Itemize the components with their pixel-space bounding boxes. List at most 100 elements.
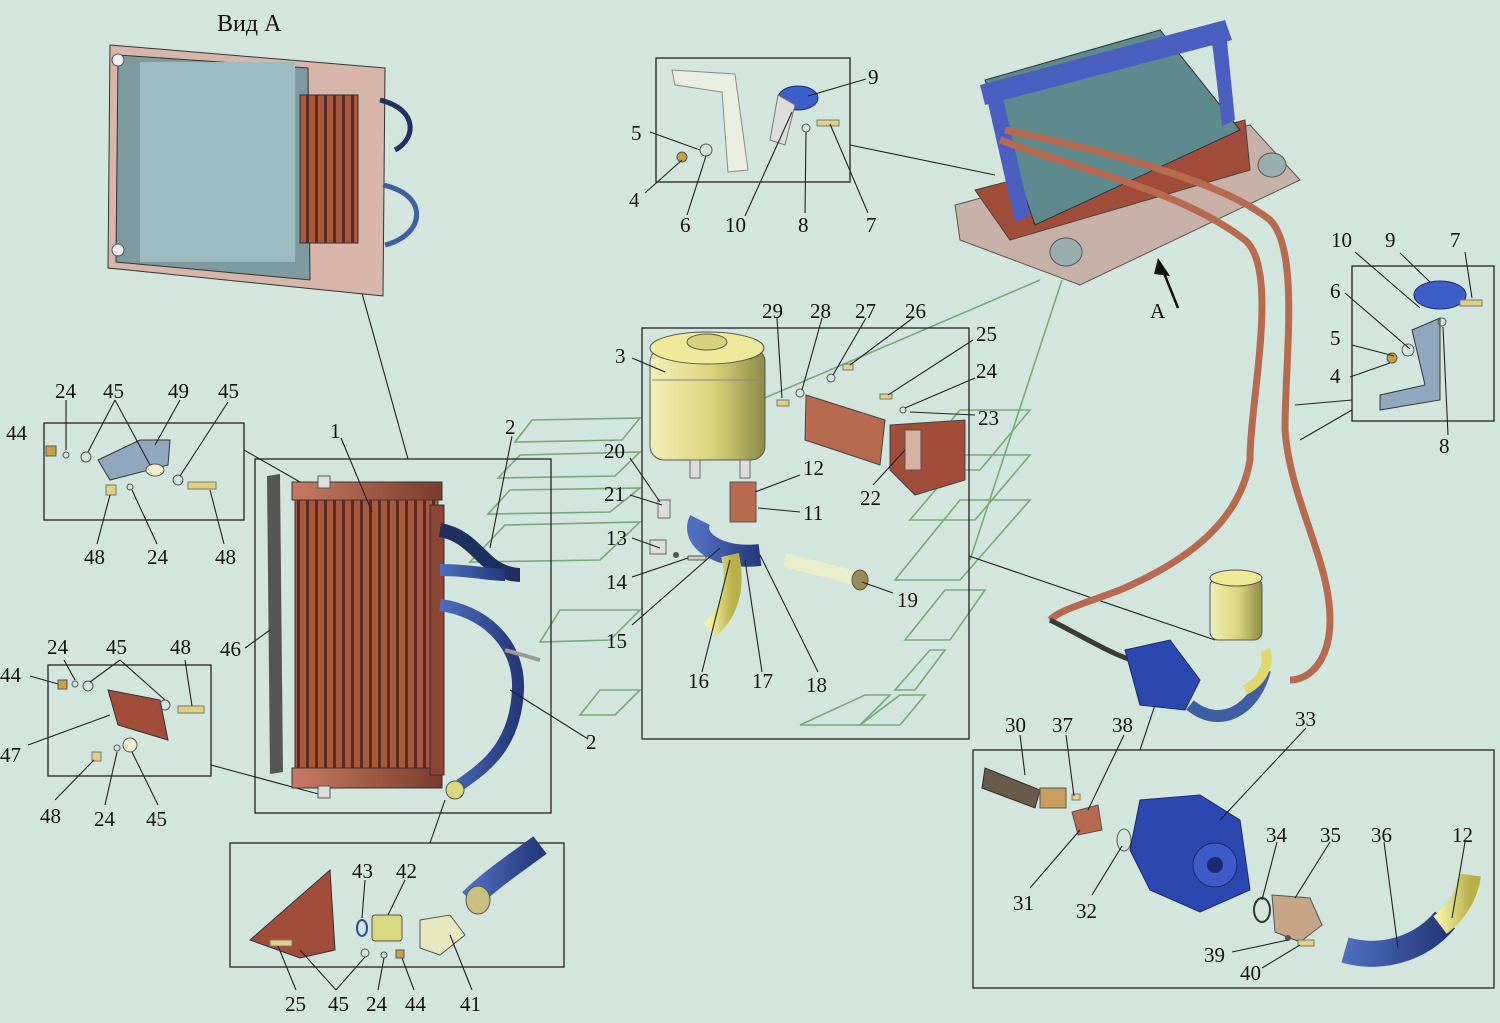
right-clamp-parts [1379,280,1483,411]
label-28: 28 [810,299,831,323]
top-clamp-parts [671,69,840,173]
label-22: 22 [860,486,881,510]
label-34: 34 [1266,823,1288,847]
right-box-leaders [1344,251,1473,436]
top-box-labels: 5 4 6 10 8 7 9 [629,65,879,237]
label-48-lb: 48 [170,635,191,659]
label-3: 3 [615,344,626,368]
radiator-labels: 1 2 2 46 [220,415,597,754]
label-49: 49 [168,379,189,403]
label-24-lb2: 24 [94,807,116,831]
label-40: 40 [1240,961,1261,985]
label-27: 27 [855,299,876,323]
label-41: 41 [460,992,481,1016]
label-37: 37 [1052,713,1073,737]
label-47: 47 [0,743,21,767]
view-title: Вид А [217,11,282,37]
label-20: 20 [604,439,625,463]
label-25-b: 25 [285,992,306,1016]
label-24-lt2: 24 [147,545,169,569]
label-42: 42 [396,859,417,883]
left-bottom-detail-frame [47,664,212,777]
top-box-leaders [644,78,869,217]
label-6: 6 [680,213,691,237]
view-a-arrow: А [1150,258,1180,323]
label-24-b: 24 [366,992,388,1016]
callout-frames [43,57,1495,989]
left-bottom-labels: 24 45 48 44 47 48 24 45 [0,635,191,831]
label-32: 32 [1076,899,1097,923]
label-45-b: 45 [328,992,349,1016]
label-36: 36 [1371,823,1392,847]
label-45-lt2: 45 [218,379,239,403]
top-detail-frame [655,57,851,183]
label-48-lt2: 48 [215,545,236,569]
label-24c: 24 [976,359,998,383]
label-2-top: 2 [505,415,516,439]
pump-parts [981,767,1481,967]
label-7r: 7 [1450,228,1461,252]
right-detail-frame [1351,265,1495,422]
left-top-detail-frame [43,422,245,521]
left-top-parts [45,439,217,496]
label-4r: 4 [1330,364,1341,388]
left-bottom-parts [57,679,205,762]
label-13: 13 [606,526,627,550]
label-38: 38 [1112,713,1133,737]
label-44-lt: 44 [6,421,28,445]
pump-leaders [1019,727,1466,969]
center-leaders [629,317,976,673]
label-45-lb2: 45 [146,807,167,831]
label-14: 14 [606,570,628,594]
label-5: 5 [631,121,642,145]
bottom-parts [249,836,547,959]
radiator-frame [254,458,552,814]
center-labels: 3 29 28 27 26 25 24 23 22 20 21 12 11 13… [604,299,999,697]
label-29: 29 [762,299,783,323]
bottom-labels: 43 42 25 45 24 44 41 [285,859,481,1016]
label-17: 17 [752,669,773,693]
main-radiator [267,474,541,800]
label-21: 21 [604,482,625,506]
center-detail-frame [641,327,970,740]
label-44-b: 44 [405,992,427,1016]
label-48-lt: 48 [84,545,105,569]
label-23: 23 [978,406,999,430]
assembly-view [954,20,1334,722]
label-18: 18 [806,673,827,697]
label-19: 19 [897,588,918,612]
center-parts [649,331,966,637]
pump-detail-frame [972,749,1495,989]
label-11: 11 [803,501,823,525]
label-43: 43 [352,859,373,883]
label-16: 16 [688,669,709,693]
label-10r: 10 [1331,228,1352,252]
label-15: 15 [606,629,627,653]
left-top-leaders [65,399,229,545]
label-7: 7 [866,213,877,237]
view-a-marker: А [1150,299,1166,323]
label-46: 46 [220,637,241,661]
label-24-lt: 24 [55,379,77,403]
label-5r: 5 [1330,326,1341,350]
label-45-lb: 45 [106,635,127,659]
label-10: 10 [725,213,746,237]
label-9: 9 [868,65,879,89]
radiator-leaders [244,435,589,740]
bottom-detail-frame [229,842,565,968]
label-31: 31 [1013,891,1034,915]
pump-labels: 30 37 38 33 31 32 34 35 36 12 39 40 [1005,707,1473,985]
view-a-radiator [107,44,420,297]
label-12-p: 12 [1452,823,1473,847]
label-12: 12 [803,456,824,480]
label-24-lb: 24 [47,635,69,659]
left-bottom-leaders [27,659,193,806]
label-33: 33 [1295,707,1316,731]
label-45-lt: 45 [103,379,124,403]
label-48-lb2: 48 [40,804,61,828]
label-6r: 6 [1330,279,1341,303]
label-44-lb: 44 [0,663,22,687]
right-box-labels: 10 9 7 6 5 4 8 [1330,228,1461,458]
label-8r: 8 [1439,434,1450,458]
